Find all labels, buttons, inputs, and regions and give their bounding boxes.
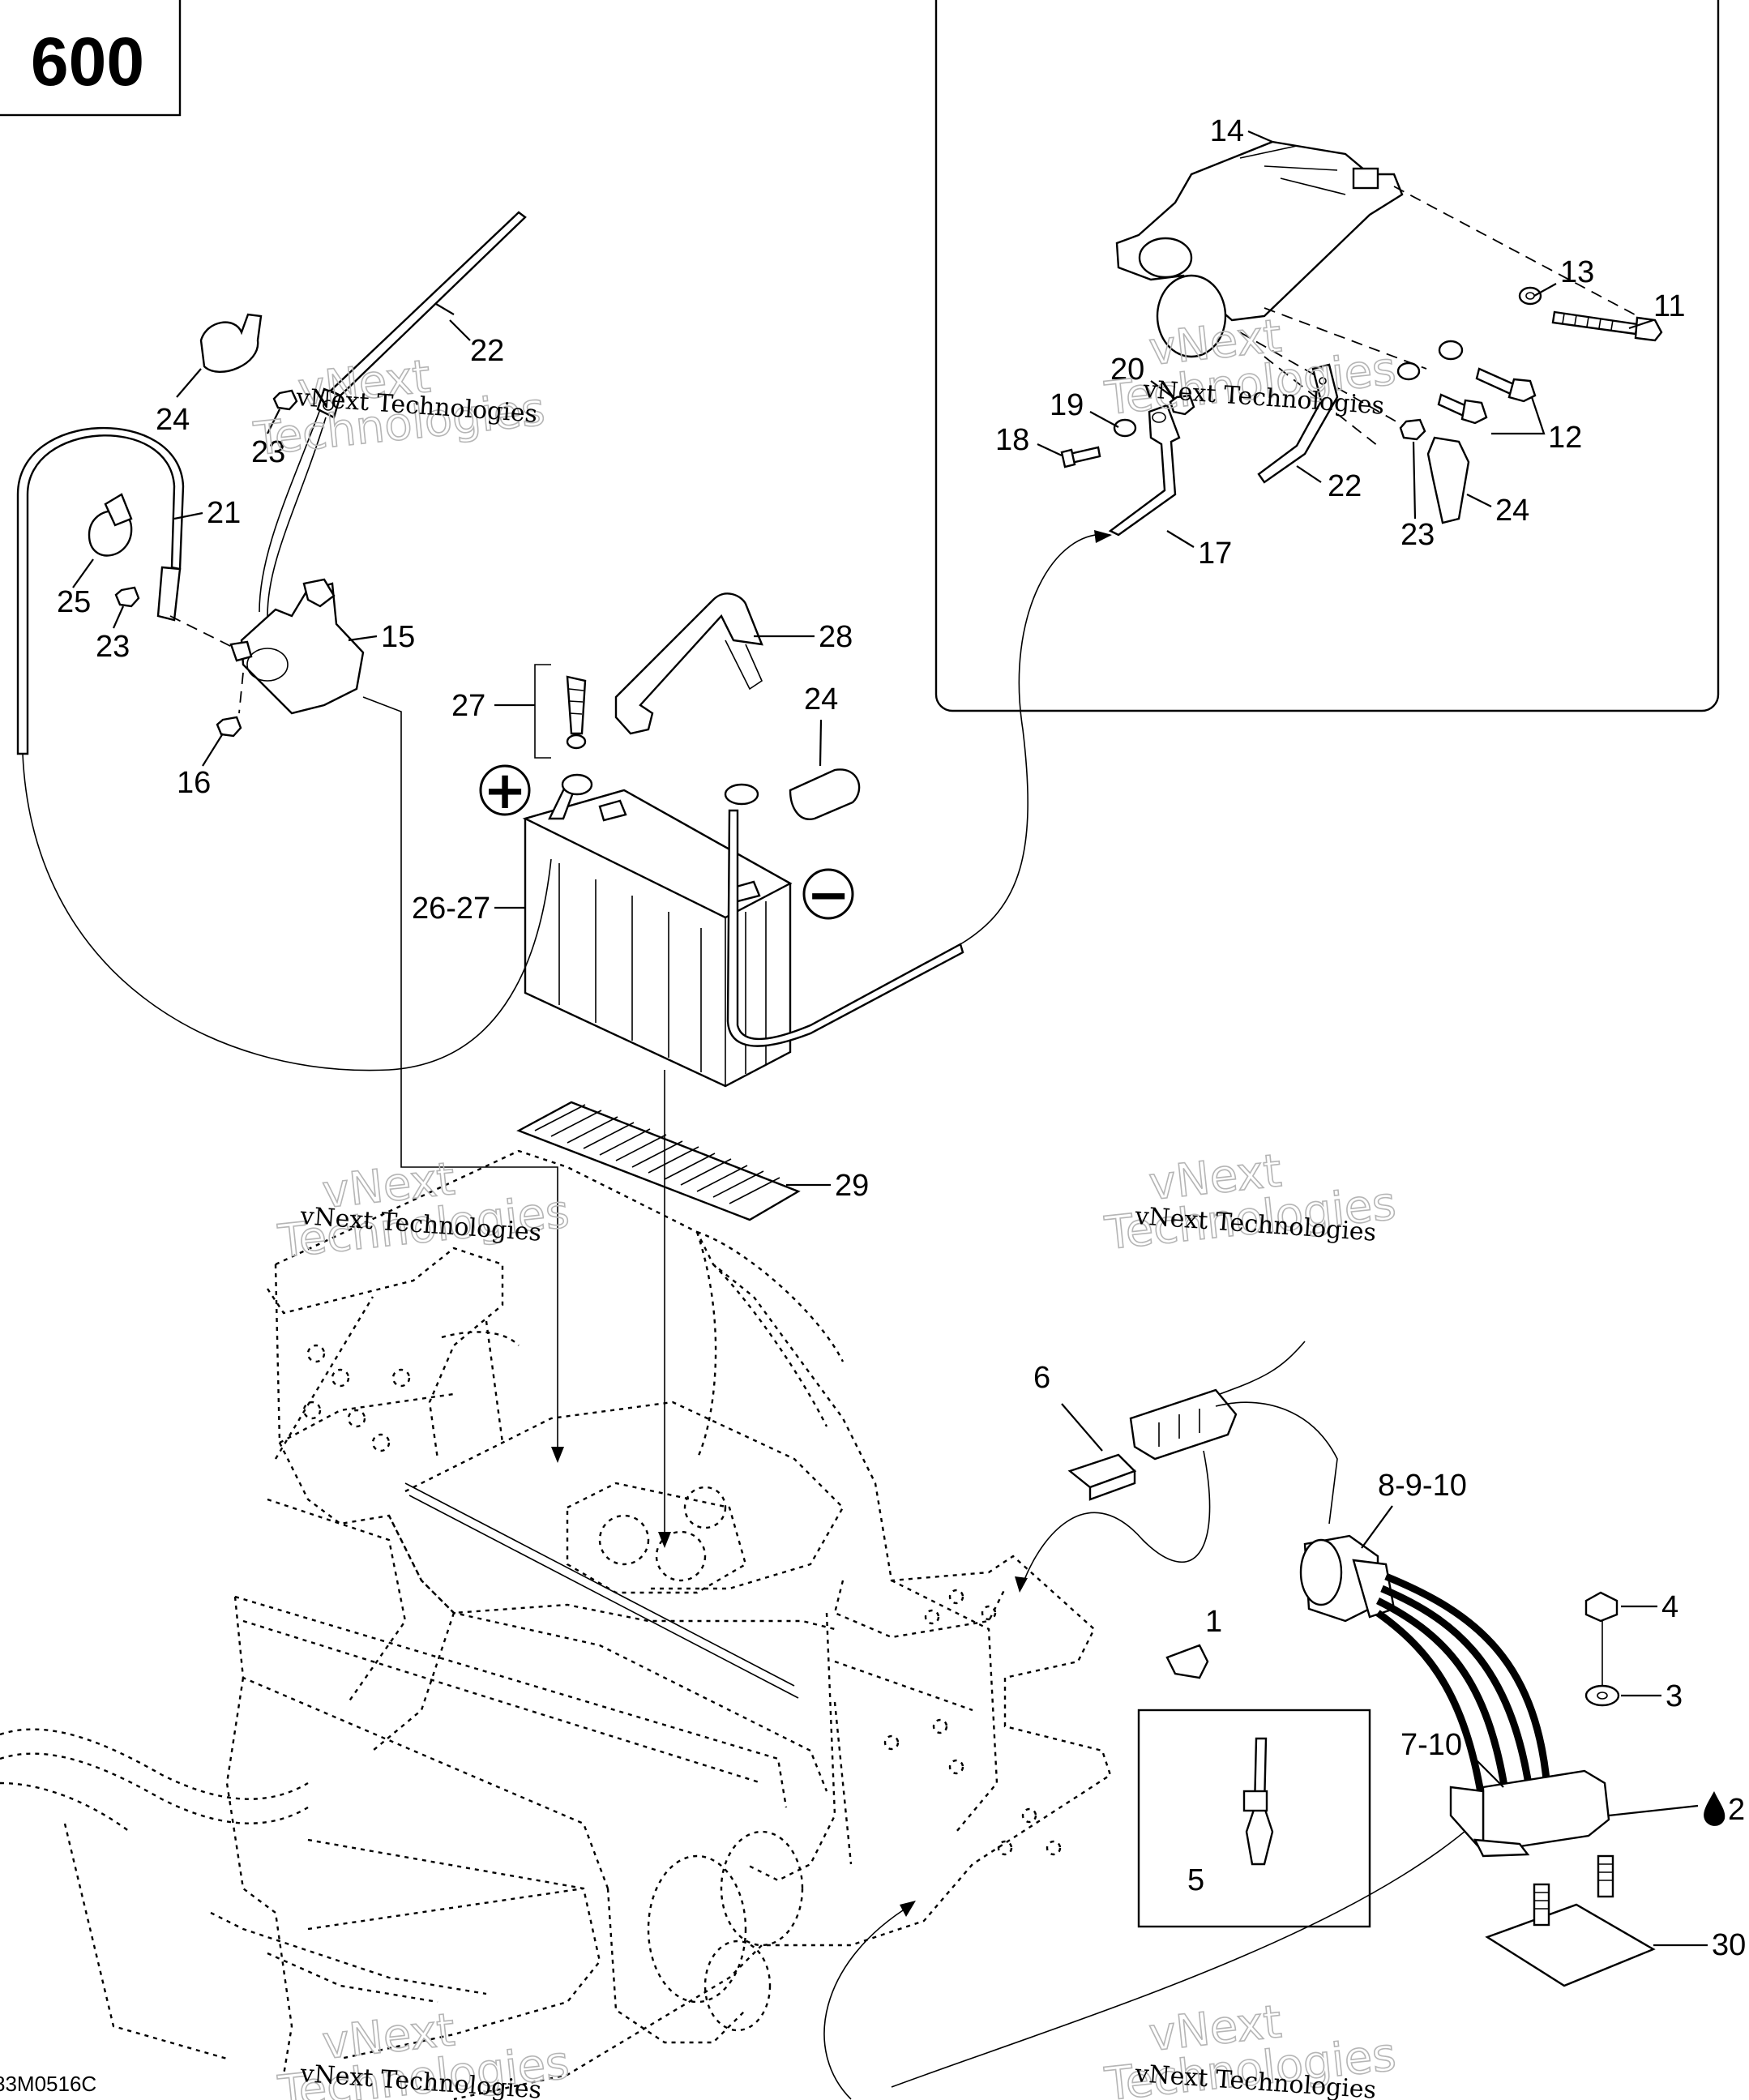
callout-16: 16: [177, 766, 211, 800]
callout-7-10: 7-10: [1400, 1728, 1462, 1762]
callout-22-inset: 22: [1328, 469, 1362, 503]
callout-23-top: 23: [251, 435, 285, 469]
callout-2: 2: [1728, 1793, 1745, 1827]
callout-1: 1: [1205, 1605, 1222, 1639]
solenoid-area: [16, 211, 527, 755]
solenoid-callouts: 22 24 23 21 25 23 15 16: [57, 303, 504, 800]
callout-4: 4: [1661, 1590, 1678, 1624]
regulator-callouts: 6 8-9-10 1 4 3 7-10 5 2 30: [1033, 1361, 1746, 1962]
callout-24-mid: 24: [804, 682, 838, 716]
model-box: 600: [0, 0, 182, 117]
callout-26-27: 26-27: [412, 892, 490, 926]
minus-circle-icon: −: [802, 866, 854, 926]
callout-29: 29: [835, 1169, 869, 1203]
watermarks: vNext Technologies vNext Technologies vN…: [250, 309, 1399, 2100]
callout-6: 6: [1033, 1361, 1050, 1395]
starter-motor: [1115, 140, 1646, 447]
callout-8-9-10: 8-9-10: [1378, 1469, 1467, 1503]
callout-23-inset: 23: [1400, 518, 1435, 552]
svg-text:−: −: [806, 866, 850, 926]
battery-callouts: 28 27 24 26-27 29 + −: [412, 620, 869, 1203]
callout-27: 27: [451, 689, 485, 723]
callout-14: 14: [1210, 114, 1244, 148]
plus-circle-icon: +: [479, 761, 531, 821]
callout-12: 12: [1548, 421, 1582, 455]
drawing-code: 83M0516C: [0, 2072, 96, 2096]
callout-5: 5: [1187, 1863, 1204, 1897]
routing-lines: [22, 530, 1500, 2100]
callout-20: 20: [1110, 353, 1144, 387]
callout-19: 19: [1050, 388, 1084, 422]
model-number: 600: [31, 24, 144, 100]
callout-21: 21: [207, 496, 241, 530]
callout-25: 25: [57, 585, 91, 619]
regulator-area: [1067, 1341, 1725, 1987]
callout-30: 30: [1712, 1928, 1746, 1962]
grease-drop-icon: [1704, 1791, 1725, 1826]
callout-23-mid: 23: [96, 630, 130, 664]
callout-22: 22: [470, 334, 504, 368]
callout-18: 18: [995, 423, 1029, 457]
callout-24-inset: 24: [1495, 494, 1529, 528]
callout-24-top: 24: [156, 403, 190, 437]
inset-callouts: 14 13 11 12 22 23 24 17 18 19 20: [995, 114, 1685, 571]
callout-11: 11: [1653, 289, 1685, 323]
callout-13: 13: [1560, 255, 1594, 289]
callout-3: 3: [1666, 1679, 1683, 1713]
starter-inset-frame: [934, 0, 1720, 712]
callout-28: 28: [819, 620, 853, 654]
svg-text:+: +: [483, 761, 527, 821]
callout-17: 17: [1198, 537, 1232, 571]
callout-15: 15: [381, 620, 415, 654]
chassis-frame: [0, 1149, 1112, 2100]
battery-area: [494, 592, 964, 1221]
starter-hardware: [1060, 286, 1663, 537]
